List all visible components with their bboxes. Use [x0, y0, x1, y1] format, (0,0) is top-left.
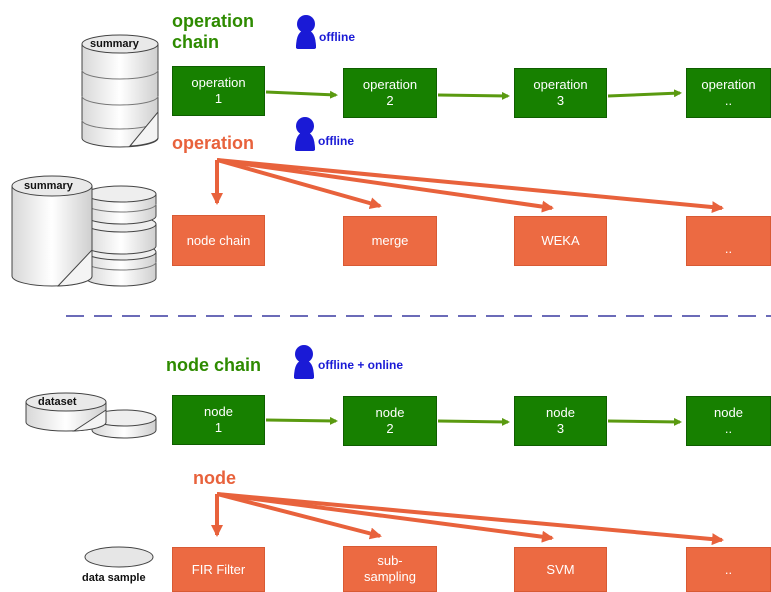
dataset-label: dataset	[38, 396, 77, 408]
operation-2-line1: operation	[362, 77, 418, 92]
operation-1-box[interactable]: operation 1	[172, 66, 265, 116]
data-sample-label: data sample	[82, 572, 146, 584]
node-more-line1: node	[714, 405, 743, 420]
node-chain-mode-label: offline + online	[318, 358, 404, 372]
data-sample-icon	[84, 546, 154, 568]
operation-1-line2: 1	[214, 91, 223, 106]
summary-label-top: summary	[90, 38, 139, 50]
operation-chain-mode-label: offline	[319, 30, 355, 44]
sub-sampling-line2: sampling	[363, 569, 417, 584]
operation-more-box[interactable]: operation ..	[686, 68, 771, 118]
dataset-database-icon	[25, 392, 157, 439]
operation-2-box[interactable]: operation 2	[343, 68, 437, 118]
node-title: node	[193, 468, 236, 488]
operation-chain-title-line2: chain	[172, 32, 220, 52]
operation-chain-title-line1: operation	[172, 11, 255, 31]
node-child-more-box[interactable]: ..	[686, 547, 771, 592]
node-3-line1: node	[546, 405, 575, 420]
sub-sampling-box[interactable]: sub- sampling	[343, 546, 437, 592]
node-more-box[interactable]: node ..	[686, 396, 771, 446]
operation-child-more-box[interactable]: ..	[686, 216, 771, 266]
operation-fan-arrows	[211, 158, 724, 214]
node-1-line1: node	[204, 404, 233, 419]
sub-sampling-line1: sub-	[377, 553, 403, 568]
weka-box[interactable]: WEKA	[514, 216, 607, 266]
node-3-box[interactable]: node 3	[514, 396, 607, 446]
node-1-line2: 1	[214, 420, 223, 435]
operation-3-line2: 3	[556, 93, 565, 108]
fir-filter-box[interactable]: FIR Filter	[172, 547, 265, 592]
user-icon-operation-chain	[296, 15, 316, 49]
node-more-line2: ..	[724, 421, 733, 436]
svm-box[interactable]: SVM	[514, 547, 607, 592]
node-chain-arrows	[265, 416, 682, 426]
operation-2-line2: 2	[386, 93, 394, 108]
node-fan-arrows	[211, 492, 724, 546]
fir-filter-label: FIR Filter	[191, 561, 246, 577]
merge-box[interactable]: merge	[343, 216, 437, 266]
summary-label-middle: summary	[24, 180, 73, 192]
operation-chain-title: operation chain	[172, 11, 254, 53]
node-2-box[interactable]: node 2	[343, 396, 437, 446]
operation-chain-arrows	[265, 89, 682, 100]
node-chain-title: node chain	[166, 355, 262, 375]
node-child-more-label: ..	[724, 561, 733, 577]
user-icon-node-chain	[294, 345, 314, 379]
operation-title: operation	[172, 133, 255, 153]
summary-stack-icon	[11, 175, 157, 287]
operation-3-box[interactable]: operation 3	[514, 68, 607, 118]
summary-database-icon	[81, 34, 159, 148]
svm-label: SVM	[546, 561, 575, 577]
node-1-box[interactable]: node 1	[172, 395, 265, 445]
operation-more-line2: ..	[724, 93, 733, 108]
node-3-line2: 3	[556, 421, 565, 436]
operation-3-line1: operation	[533, 77, 588, 92]
node-2-line1: node	[375, 405, 405, 420]
operation-1-line1: operation	[191, 75, 246, 90]
node-chain-box[interactable]: node chain	[172, 215, 265, 266]
operation-more-line1: operation	[701, 77, 756, 92]
operation-mode-label: offline	[318, 134, 354, 148]
user-icon-operation	[295, 117, 315, 151]
node-2-line2: 2	[386, 421, 394, 436]
